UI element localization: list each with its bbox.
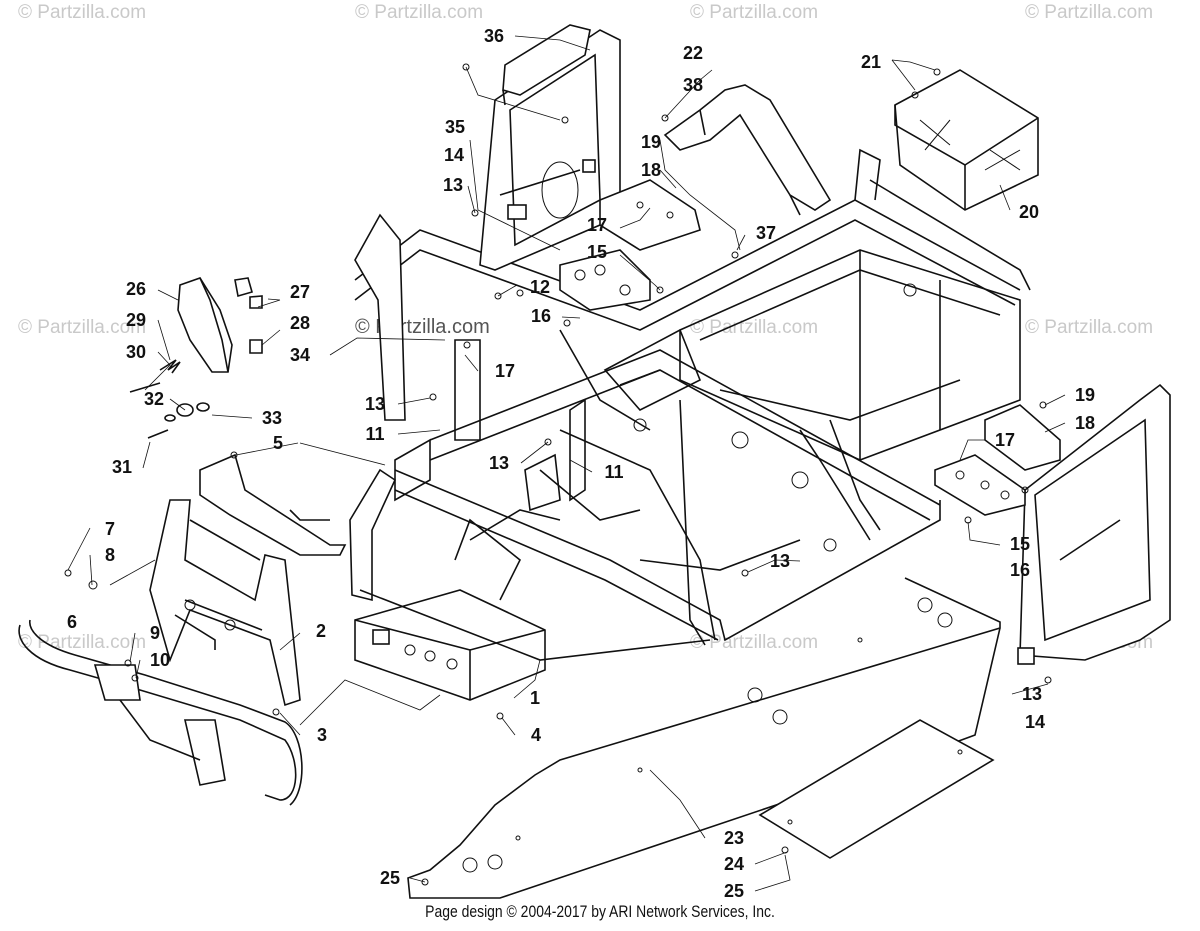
callout-7: 7 [105, 519, 115, 539]
watermark-text: © Partzilla.com [355, 2, 483, 23]
callout-13: 13 [443, 175, 463, 195]
callout-15: 15 [1010, 534, 1030, 554]
callout-6: 6 [67, 612, 77, 632]
callout-37: 37 [756, 223, 776, 243]
callout-31: 31 [112, 457, 132, 477]
callout-18: 18 [641, 160, 661, 180]
callout-11: 11 [365, 424, 384, 444]
callout-13: 13 [489, 453, 509, 473]
callout-18: 18 [1075, 413, 1095, 433]
headlight-assembly [129, 277, 263, 439]
callout-4: 4 [531, 725, 541, 745]
callout-5: 5 [273, 433, 283, 453]
callout-14: 14 [444, 145, 464, 165]
watermark-text: © Partzilla.com [1025, 2, 1153, 23]
callout-24: 24 [724, 854, 744, 874]
callout-33: 33 [262, 408, 282, 428]
seat-back-frame-right [1017, 383, 1171, 665]
callout-17: 17 [995, 430, 1015, 450]
callout-10: 10 [150, 650, 170, 670]
callout-1: 1 [530, 688, 540, 708]
callout-26: 26 [126, 279, 146, 299]
footer-copyright: Page design © 2004-2017 by ARI Network S… [425, 902, 775, 921]
callout-19: 19 [1075, 385, 1095, 405]
seat-bracket-right-lower [934, 454, 1026, 516]
callout-13: 13 [1022, 684, 1042, 704]
callout-27: 27 [290, 282, 310, 302]
callout-19: 19 [641, 132, 661, 152]
watermark-text: © Partzilla.com [690, 317, 818, 338]
front-grille-frame [149, 453, 347, 707]
storage-tray [894, 69, 1039, 211]
hardware-bolts [64, 63, 1052, 886]
callout-23: 23 [724, 828, 744, 848]
callout-15: 15 [587, 242, 607, 262]
callout-16: 16 [531, 306, 551, 326]
watermark-text: © Partzilla.com [1025, 317, 1153, 338]
watermark-text: © Partzilla.com [18, 317, 146, 338]
watermark-text: © Partzilla.com [690, 632, 818, 653]
seat-bracket-left-lower [559, 249, 651, 311]
callout-25: 25 [724, 881, 744, 901]
callout-38: 38 [683, 75, 703, 95]
callout-11: 11 [604, 462, 623, 482]
callout-28: 28 [290, 313, 310, 333]
callout-20: 20 [1019, 202, 1039, 222]
callout-21: 21 [861, 52, 881, 72]
callout-25: 25 [380, 868, 400, 888]
callout-8: 8 [105, 545, 115, 565]
callout-36: 36 [484, 26, 504, 46]
skid-plate-rear [758, 719, 995, 859]
callout-22: 22 [683, 43, 703, 63]
watermark-text: © Partzilla.com [690, 2, 818, 23]
callout-17: 17 [495, 361, 515, 381]
main-frame [349, 148, 1031, 701]
callout-2: 2 [316, 621, 326, 641]
front-bumper [18, 619, 303, 806]
callout-34: 34 [290, 345, 310, 365]
callout-13: 13 [365, 394, 385, 414]
callout-17: 17 [587, 215, 607, 235]
callout-30: 30 [126, 342, 146, 362]
leader-lines [67, 35, 1066, 892]
watermark-text: © Partzilla.com [18, 632, 146, 653]
callout-29: 29 [126, 310, 146, 330]
seat-support-bracket [663, 84, 832, 216]
callout-12: 12 [530, 277, 550, 297]
watermark-center-text: © Partzilla.com [355, 316, 490, 338]
watermark-text: © Partzilla.com [18, 2, 146, 23]
callout-16: 16 [1010, 560, 1030, 580]
callout-32: 32 [144, 389, 164, 409]
callout-14: 14 [1025, 712, 1045, 732]
callout-9: 9 [150, 623, 160, 643]
callout-35: 35 [445, 117, 465, 137]
callout-3: 3 [317, 725, 327, 745]
seat-bracket-left-upper [599, 179, 701, 251]
callout-13: 13 [770, 551, 790, 571]
